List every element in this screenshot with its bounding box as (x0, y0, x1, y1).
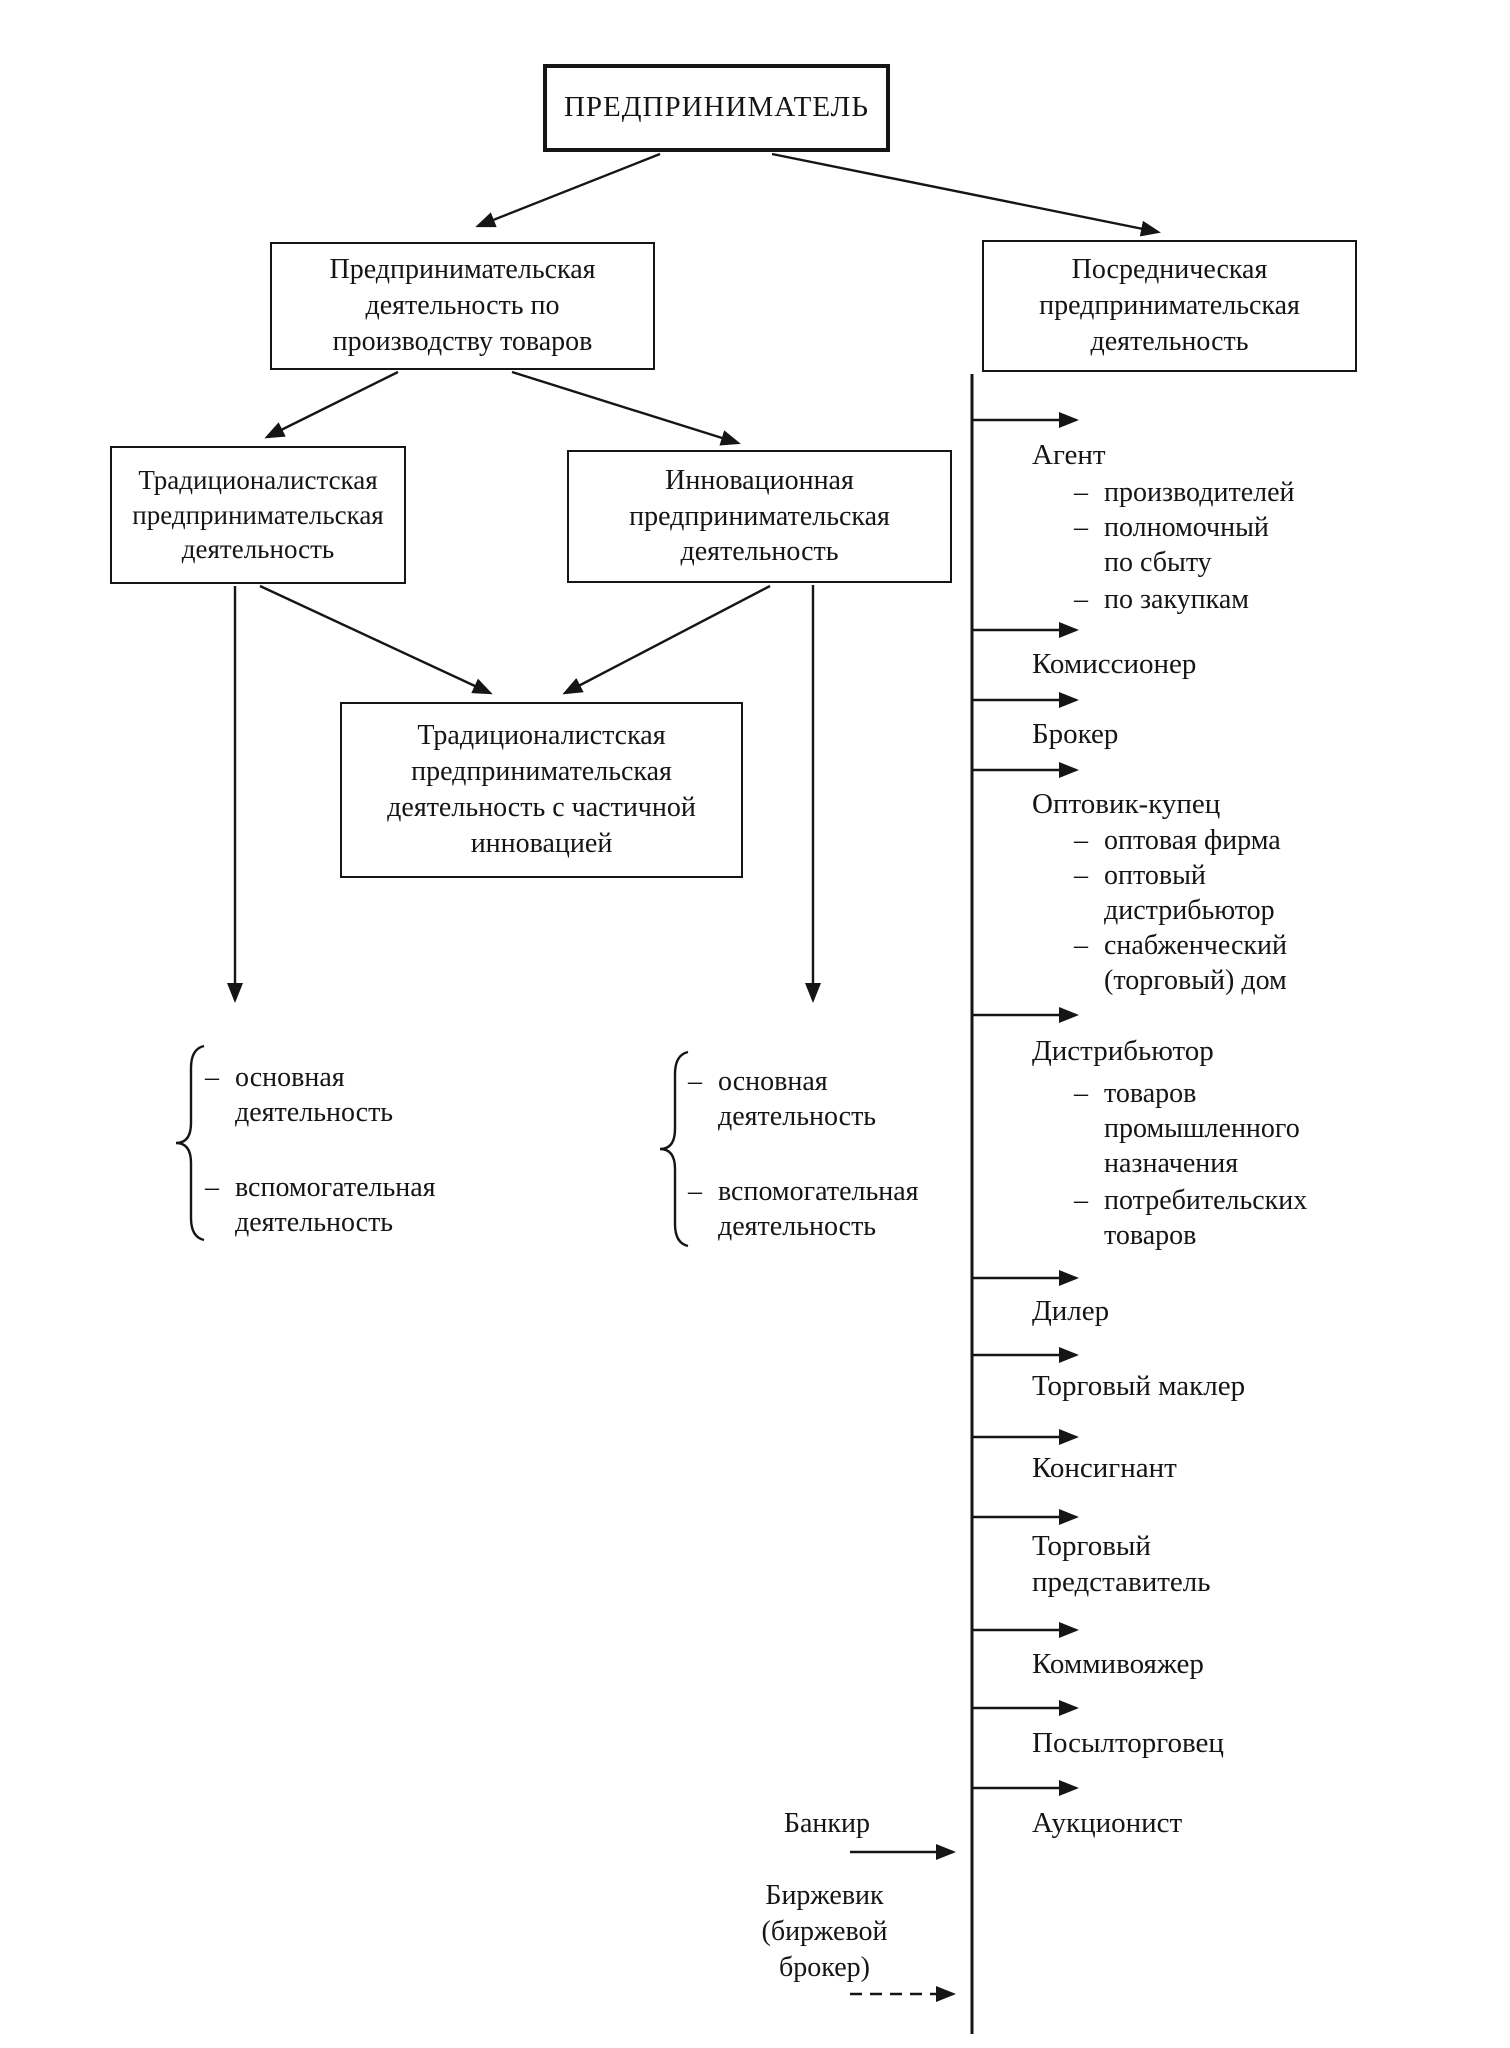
intermediary-label-dealer: Дилер (1032, 1295, 1110, 1327)
distributor-sub-item: – товаров промышленного назначения (1074, 1076, 1304, 1181)
activity-item-text: основная деятельность (235, 1062, 394, 1128)
arrow-traditional-to-partial (259, 584, 493, 695)
intermediary-label-mail-trader: Посылторговец (1032, 1727, 1224, 1759)
activity-item: – основная деятельность (688, 1064, 943, 1134)
activity-item: – основная деятельность (205, 1060, 460, 1130)
brace-traditional-activities (175, 1044, 205, 1242)
intermediary-label-commission-agent: Комиссионер (1032, 648, 1197, 680)
wholesaler-sub-item: – оптовый дистрибьютор (1074, 858, 1284, 928)
activity-item-text: вспомогательная деятельность (235, 1172, 436, 1238)
arrow-production-to-innovative (511, 370, 741, 446)
wholesaler-sub-text: оптовая фирма (1104, 825, 1281, 856)
list-dash: – (1074, 512, 1088, 543)
agent-sub-text: полномочный по сбыту (1104, 512, 1269, 578)
intermediary-label-commivoyager: Коммивояжер (1032, 1648, 1204, 1680)
list-dash: – (1074, 930, 1088, 961)
box-entrepreneur: ПРЕДПРИНИМАТЕЛЬ (543, 64, 890, 152)
arrow-production-to-traditional (264, 370, 399, 439)
box-innovative-activity-label: Инновационная предпринимательская деятел… (629, 464, 890, 568)
intermediary-label-consignee: Консигнант (1032, 1452, 1177, 1484)
feeder-label-stockbroker: Биржевик (биржевой брокер) (761, 1880, 888, 1983)
arrow-innovative-to-partial (562, 584, 771, 695)
agent-sub-text: производителей (1104, 477, 1295, 508)
wholesaler-sub-text: снабженческий (торговый) дом (1104, 930, 1287, 996)
intermediary-label-auctioneer: Аукционист (1032, 1807, 1183, 1839)
list-dash: – (1074, 860, 1088, 891)
list-dash: – (205, 1172, 219, 1203)
list-dash: – (688, 1176, 702, 1207)
intermediary-label-agent: Агент (1032, 439, 1106, 471)
wholesaler-sub-item: – оптовая фирма (1074, 823, 1334, 858)
box-production-activity-label: Предпринимательская деятельность по прои… (329, 254, 596, 357)
activity-item-text: вспомогательная деятельность (718, 1176, 919, 1242)
list-dash: – (1074, 584, 1088, 615)
list-dash: – (205, 1062, 219, 1093)
box-entrepreneur-label: ПРЕДПРИНИМАТЕЛЬ (563, 91, 869, 124)
feeder-label-banker: Банкир (783, 1808, 870, 1839)
intermediary-label-wholesaler: Оптовик-купец (1032, 788, 1221, 820)
box-production-activity: Предпринимательская деятельность по прои… (270, 242, 655, 370)
agent-sub-item: – полномочный по сбыту (1074, 510, 1279, 580)
list-dash: – (1074, 1078, 1088, 1109)
box-intermediary-activity: Посредническая предпринимательская деяте… (982, 240, 1357, 372)
distributor-sub-text: потребительских товаров (1104, 1185, 1308, 1251)
activity-item: – вспомогательная деятельность (688, 1174, 953, 1244)
distributor-sub-text: товаров промышленного назначения (1104, 1078, 1300, 1179)
arrow-root-to-intermediary (771, 152, 1161, 237)
activity-item: – вспомогательная деятельность (205, 1170, 470, 1240)
list-dash: – (688, 1066, 702, 1097)
wholesaler-sub-item: – снабженческий (торговый) дом (1074, 928, 1316, 998)
intermediary-label-trade-representative: Торговый представитель (1032, 1530, 1211, 1598)
box-innovative-activity: Инновационная предпринимательская деятел… (567, 450, 952, 583)
box-traditional-activity-label: Традиционалистская предпринимательская д… (132, 465, 384, 565)
wholesaler-sub-text: оптовый дистрибьютор (1104, 860, 1275, 926)
brace-partial-activities (659, 1050, 689, 1248)
box-partial-innovation-activity: Традиционалистская предпринимательская д… (340, 702, 743, 878)
arrow-root-to-production (475, 152, 661, 228)
intermediary-label-distributor: Дистрибьютор (1032, 1035, 1214, 1067)
box-intermediary-activity-label: Посредническая предпринимательская деяте… (1039, 254, 1300, 357)
agent-sub-text: по закупкам (1104, 584, 1249, 615)
intermediary-label-broker: Брокер (1032, 718, 1119, 750)
list-dash: – (1074, 1185, 1088, 1216)
intermediary-label-trade-makler: Торговый маклер (1032, 1370, 1246, 1402)
list-dash: – (1074, 825, 1088, 856)
box-partial-innovation-activity-label: Традиционалистская предпринимательская д… (387, 720, 696, 859)
agent-sub-item: – по закупкам (1074, 582, 1334, 617)
agent-sub-item: – производителей (1074, 475, 1334, 510)
box-traditional-activity: Традиционалистская предпринимательская д… (110, 446, 406, 584)
distributor-sub-item: – потребительских товаров (1074, 1183, 1322, 1253)
activity-item-text: основная деятельность (718, 1066, 877, 1132)
list-dash: – (1074, 477, 1088, 508)
